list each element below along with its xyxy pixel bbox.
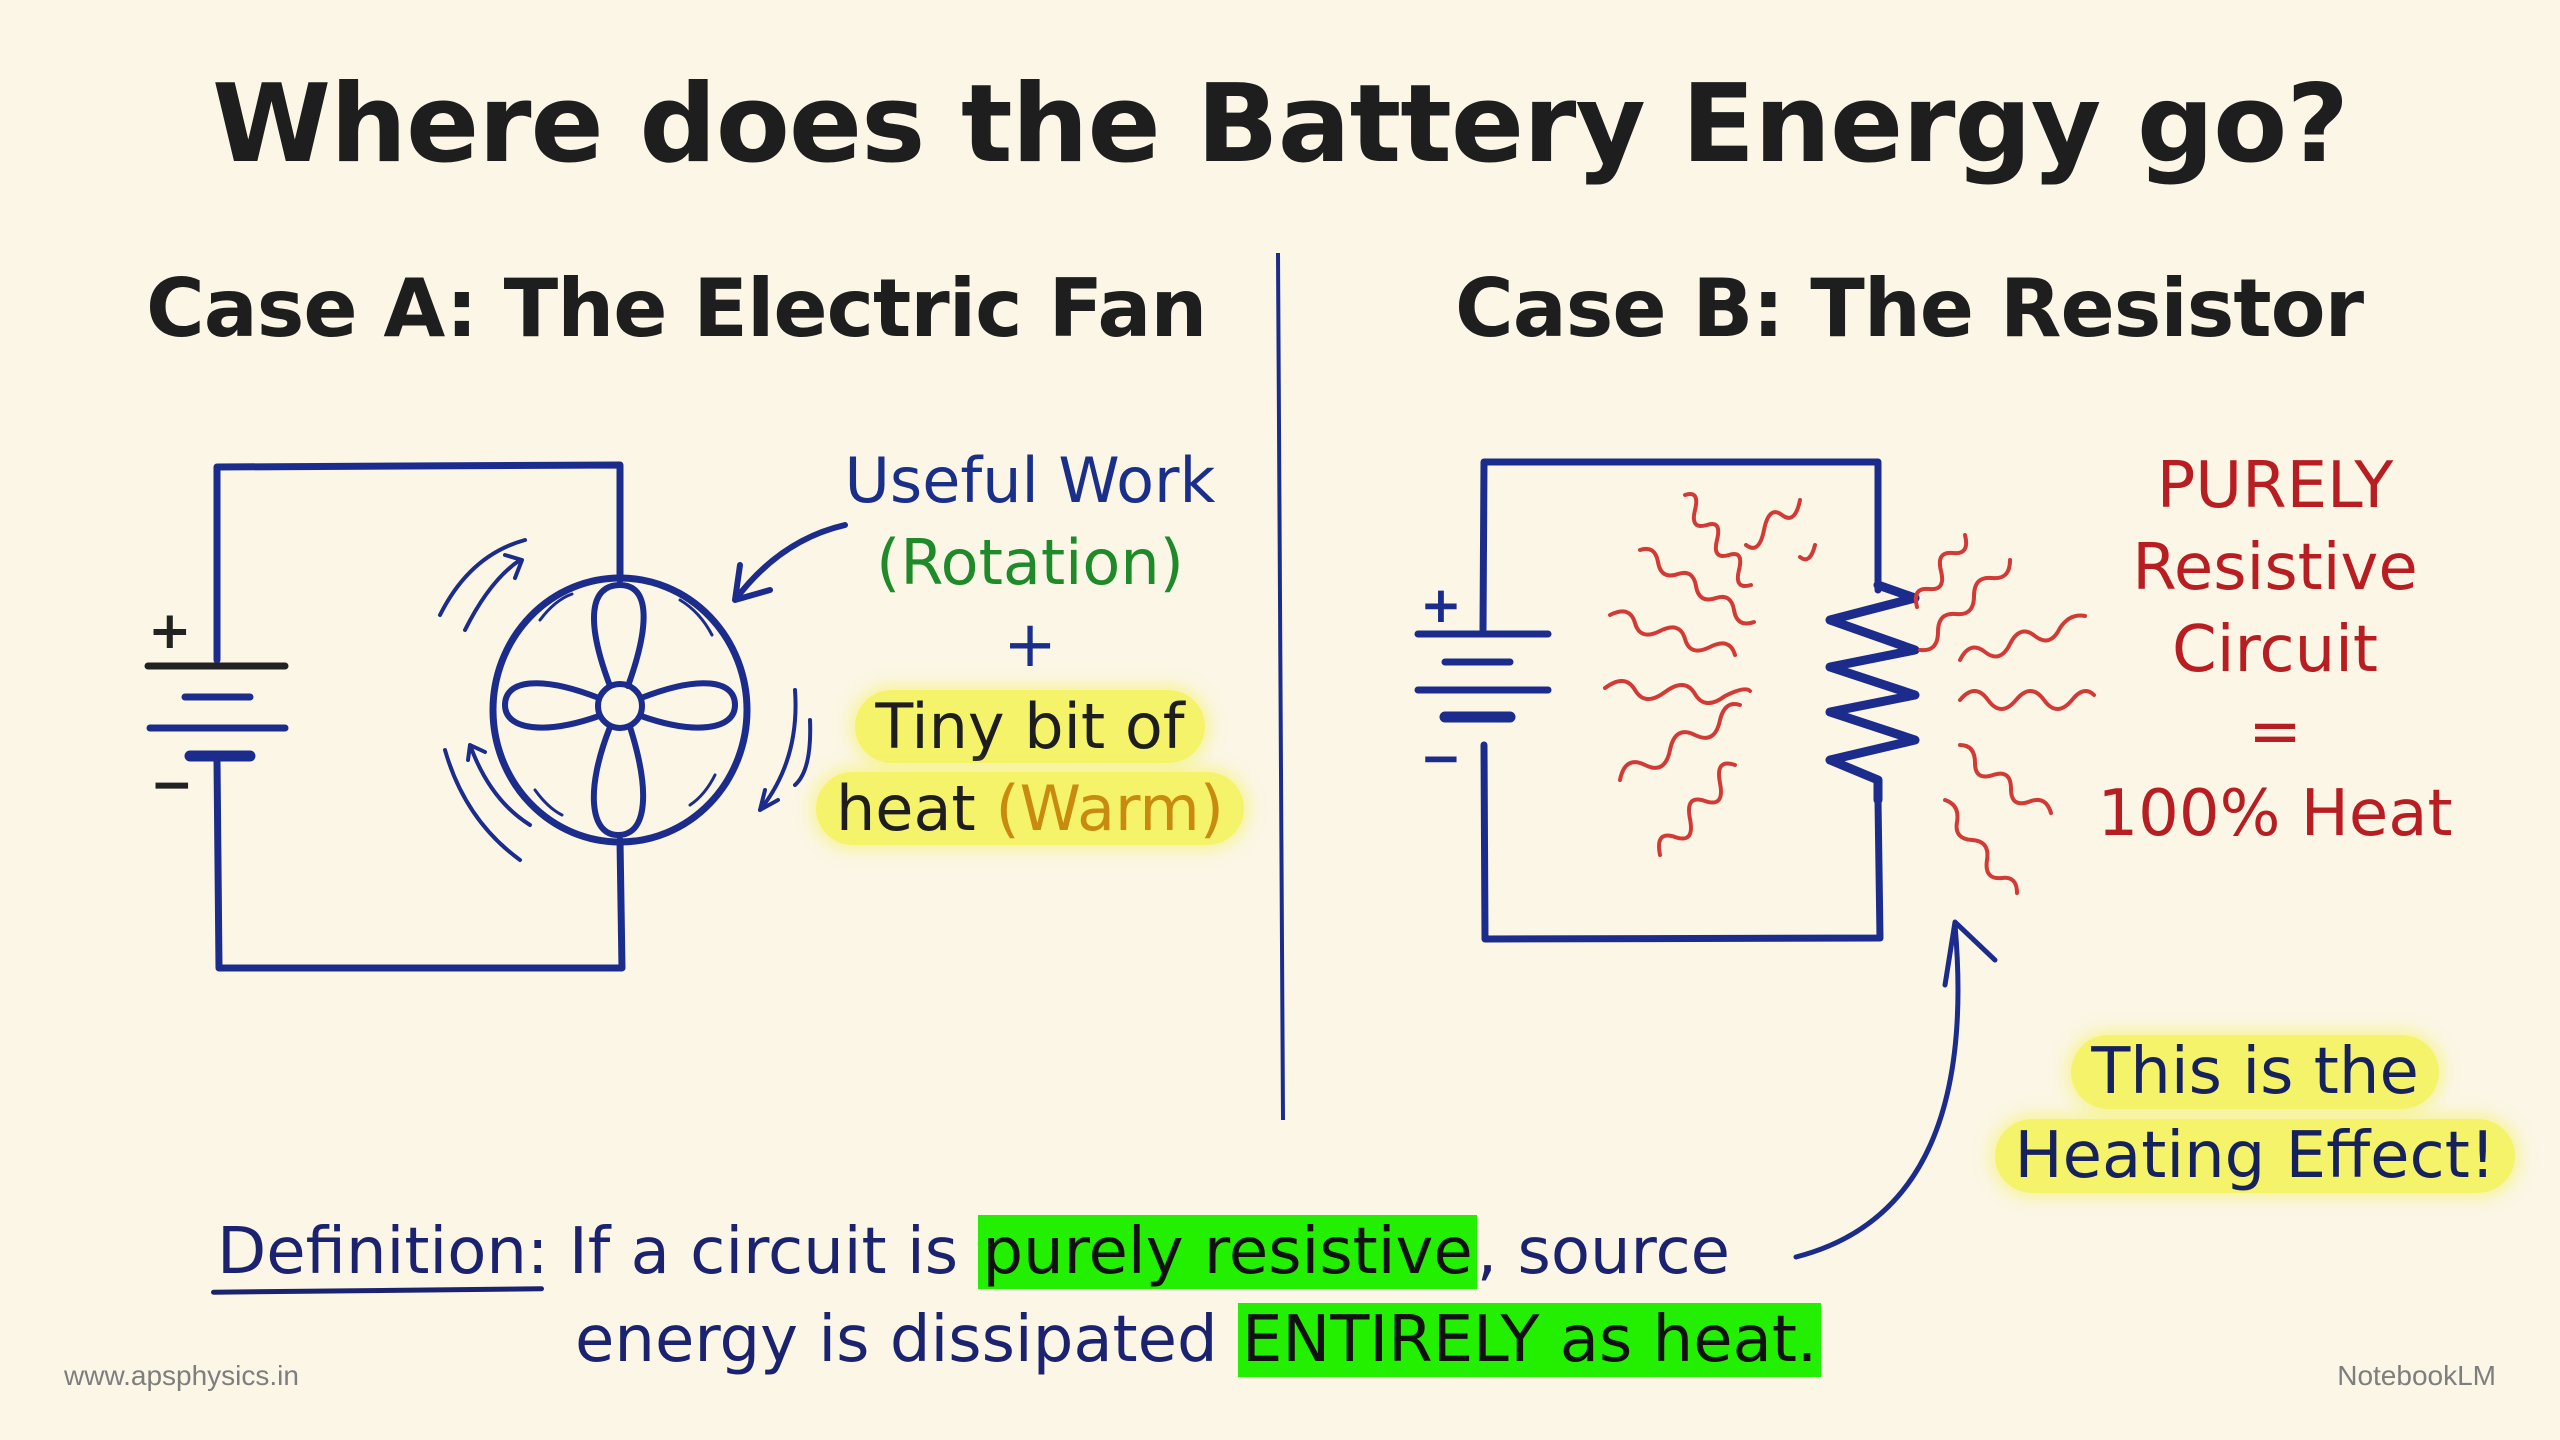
fan-symbol — [489, 574, 751, 846]
notebooklm-watermark: NotebookLM — [2337, 1360, 2496, 1391]
battery-symbol-a — [144, 662, 289, 762]
battery-b-minus-sign: − — [1420, 729, 1462, 787]
hundred-percent-heat-label: 100% Heat — [2097, 777, 2453, 851]
fan-circuit-wire — [213, 461, 626, 972]
resistor-circuit — [1414, 458, 2096, 1260]
definition-text-3: energy is dissipated — [575, 1303, 1238, 1377]
battery-b-plus-sign: + — [1420, 576, 1462, 634]
purely-label: PURELY — [2156, 449, 2394, 523]
rotation-label: (Rotation) — [876, 526, 1184, 599]
definition-text-1: If a circuit is — [548, 1215, 959, 1289]
annotation-arrow-fan — [732, 522, 848, 603]
heat-waves — [1603, 492, 2096, 895]
fan-housing — [489, 574, 751, 846]
highlight-entirely-heat: ENTIRELY as heat. — [1237, 1303, 1822, 1377]
battery-a-minus-sign: − — [150, 755, 194, 815]
heat-warm-label: heat (Warm) — [816, 772, 1244, 845]
warm-word: (Warm) — [995, 772, 1224, 845]
rotation-arrows — [438, 538, 813, 862]
resistor-annotation: PURELY Resistive Circuit = 100% Heat — [2035, 445, 2515, 855]
definition-text-2: , source — [1476, 1215, 1730, 1289]
callout-line-2: Heating Effect! — [1994, 1119, 2516, 1193]
tiny-heat-label: Tiny bit of — [855, 690, 1205, 763]
heat-word: heat — [836, 772, 976, 845]
fan-blade-bottom — [590, 724, 647, 838]
callout-line-1: This is the — [2071, 1035, 2439, 1109]
fan-blade-right — [638, 680, 738, 731]
fan-blade-left — [502, 680, 602, 731]
plus-sign: + — [1003, 608, 1057, 682]
fan-energy-annotation: Useful Work (Rotation) + Tiny bit of hea… — [780, 440, 1280, 850]
section-divider — [1276, 252, 1285, 1121]
fan-circuit — [144, 461, 848, 972]
resistor-circuit-wire — [1479, 458, 1884, 943]
callout-arrow — [1793, 919, 1998, 1260]
slide-title: Where does the Battery Energy go? — [212, 62, 2349, 187]
equals-sign: = — [2248, 695, 2302, 769]
highlight-purely-resistive: purely resistive — [978, 1215, 1477, 1289]
website-watermark: www.apsphysics.in — [64, 1360, 299, 1391]
resistor-symbol — [1825, 580, 1920, 805]
resistive-label: Resistive — [2132, 531, 2418, 605]
useful-work-label: Useful Work — [844, 444, 1216, 517]
fan-blade-top — [591, 582, 647, 689]
case-b-heading: Case B: The Resistor — [1455, 262, 2364, 355]
circuit-label: Circuit — [2172, 613, 2378, 687]
definition-block: Definition: If a circuit is purely resis… — [217, 1208, 1822, 1384]
fan-hub — [595, 681, 645, 731]
heating-effect-callout: This is the Heating Effect! — [1985, 1030, 2525, 1198]
case-a-heading: Case A: The Electric Fan — [146, 262, 1207, 355]
battery-symbol-b — [1414, 630, 1552, 723]
battery-a-plus-sign: + — [148, 601, 192, 661]
definition-label: Definition: — [217, 1215, 549, 1289]
